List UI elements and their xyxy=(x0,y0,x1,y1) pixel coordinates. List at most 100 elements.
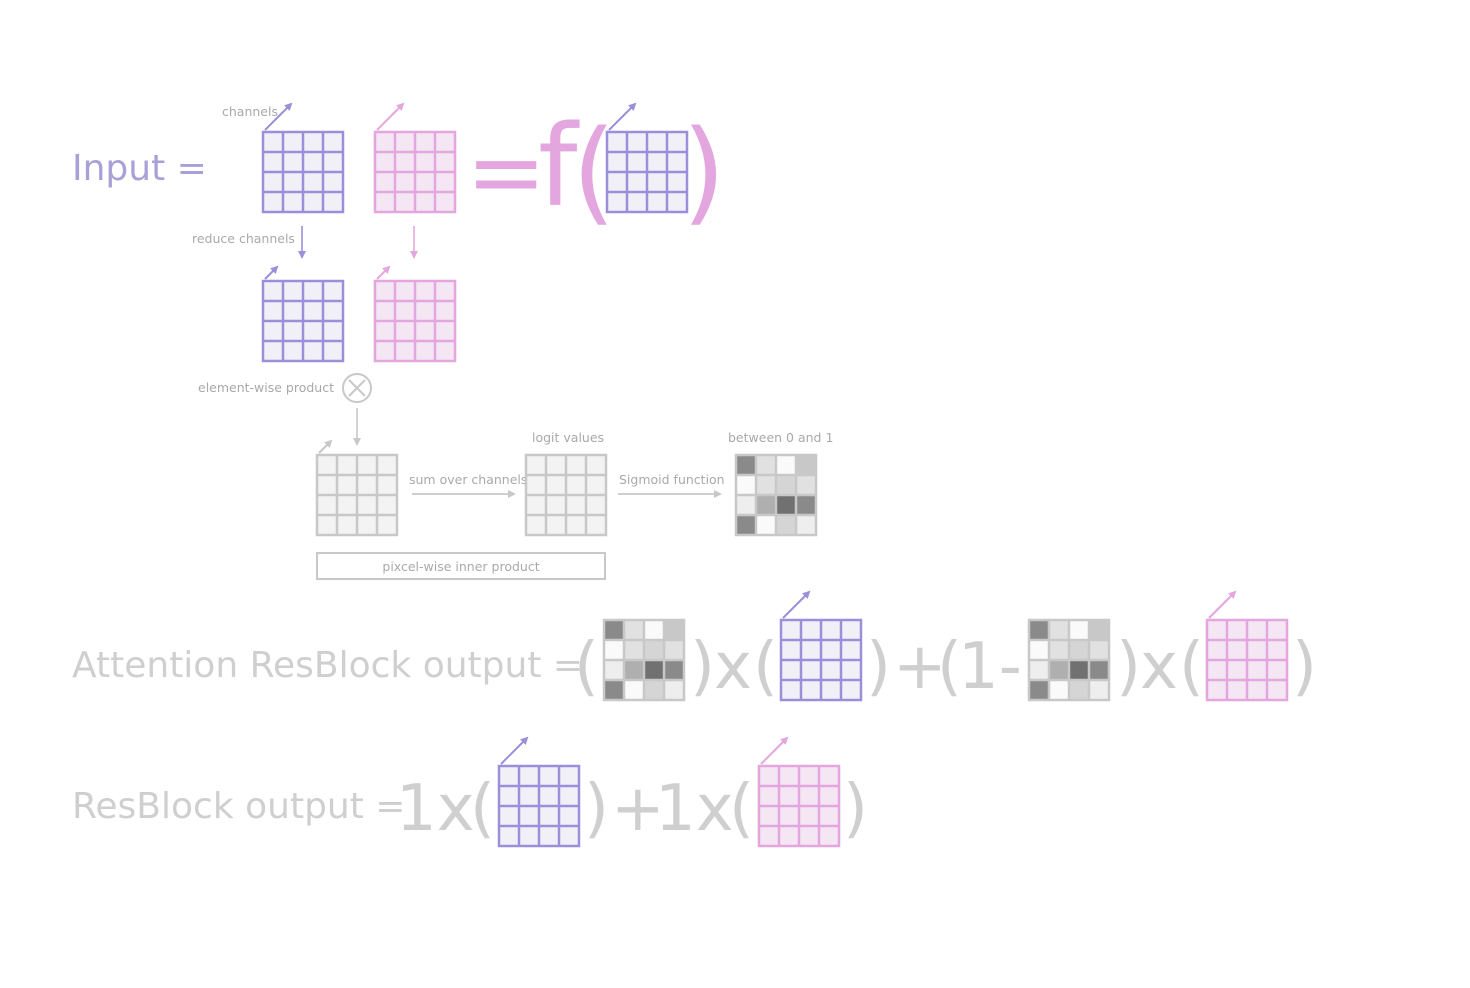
grid-cell xyxy=(1049,680,1069,700)
grid-cell xyxy=(627,192,647,212)
grid-cell xyxy=(303,192,323,212)
att-open-paren-2: ( xyxy=(753,630,778,704)
grid-border xyxy=(757,764,841,848)
channel-axis-arrow xyxy=(376,265,391,280)
channel-axis-arrow xyxy=(264,102,293,131)
grid-cell xyxy=(644,640,664,660)
grid-cell xyxy=(263,132,283,152)
grid-cell xyxy=(559,766,579,786)
grid-cell xyxy=(756,495,776,515)
res-one-times-2: 1x xyxy=(655,772,734,846)
grid-cell xyxy=(799,786,819,806)
grid-cell xyxy=(337,475,357,495)
grid-cell xyxy=(375,152,395,172)
grid-cell xyxy=(1049,640,1069,660)
grid-cell xyxy=(499,826,519,846)
grid-cell xyxy=(395,321,415,341)
grid-cell xyxy=(1227,620,1247,640)
grid-cell xyxy=(323,301,343,321)
grid-cell xyxy=(604,680,624,700)
grid-cell xyxy=(263,192,283,212)
grid-cell xyxy=(415,172,435,192)
res-plus: + xyxy=(611,772,665,846)
grid-cell xyxy=(1247,640,1267,660)
grid-cell xyxy=(841,680,861,700)
grid-cell xyxy=(1247,620,1267,640)
grid-cell xyxy=(1029,660,1049,680)
purple-term xyxy=(779,590,863,702)
grid-cell xyxy=(323,321,343,341)
grid-cell xyxy=(435,132,455,152)
grid-cell xyxy=(317,455,337,475)
grid-cell xyxy=(1069,640,1089,660)
grid-cell xyxy=(624,640,644,660)
grid-cell xyxy=(1267,620,1287,640)
grid-cell xyxy=(303,172,323,192)
grid-border xyxy=(373,130,457,214)
grid-cell xyxy=(415,192,435,212)
grid-cell xyxy=(303,281,323,301)
grid-cell xyxy=(644,660,664,680)
grid-cell xyxy=(415,132,435,152)
between-0-and-1-label: between 0 and 1 xyxy=(728,430,833,445)
grid-cell xyxy=(395,341,415,361)
grid-cell xyxy=(377,455,397,475)
grid-cell xyxy=(1207,680,1227,700)
grid-cell xyxy=(664,660,684,680)
grid-cell xyxy=(263,321,283,341)
grid-cell xyxy=(317,495,337,515)
grid-cell xyxy=(1029,680,1049,700)
grid-cell xyxy=(1207,640,1227,660)
grid-cell xyxy=(415,152,435,172)
grid-cell xyxy=(799,766,819,786)
grid-cell xyxy=(604,620,624,640)
attention-map-term xyxy=(602,618,686,702)
grid-cell xyxy=(283,192,303,212)
grid-cell xyxy=(1207,660,1227,680)
grid-cell xyxy=(435,192,455,212)
grid-cell xyxy=(796,475,816,495)
att-close-paren-1: ) xyxy=(690,630,715,704)
res-open-paren-2: ( xyxy=(729,772,754,846)
att-one-minus: 1- xyxy=(958,630,1022,704)
grid-cell xyxy=(624,680,644,700)
grid-cell xyxy=(546,455,566,475)
grid-cell xyxy=(781,620,801,640)
grid-cell xyxy=(779,786,799,806)
res-close-paren-1: ) xyxy=(584,772,609,846)
res-open-paren-1: ( xyxy=(470,772,495,846)
grid-cell xyxy=(1089,660,1109,680)
grid-cell xyxy=(559,826,579,846)
grid-cell xyxy=(375,172,395,192)
grid-cell xyxy=(759,786,779,806)
grid-cell xyxy=(664,620,684,640)
grid-cell xyxy=(375,132,395,152)
grid-cell xyxy=(647,152,667,172)
grid-cell xyxy=(519,786,539,806)
grid-cell xyxy=(736,515,756,535)
grid-cell xyxy=(323,152,343,172)
grid-cell xyxy=(779,826,799,846)
grid-cell xyxy=(1227,660,1247,680)
equals-sign: = xyxy=(466,116,546,228)
grid-cell xyxy=(1049,620,1069,640)
grid-cell xyxy=(736,475,756,495)
grid-cell xyxy=(357,515,377,535)
grid-cell xyxy=(357,475,377,495)
grid-cell xyxy=(1247,660,1267,680)
grid-cell xyxy=(1029,620,1049,640)
grid-cell xyxy=(624,660,644,680)
grid-cell xyxy=(283,172,303,192)
grid-cell xyxy=(395,281,415,301)
grid-cell xyxy=(781,640,801,660)
pixel-wise-inner-product-box xyxy=(316,552,606,580)
grid-cell xyxy=(375,321,395,341)
grid-cell xyxy=(263,341,283,361)
grid-cell xyxy=(607,132,627,152)
grid-cell xyxy=(375,301,395,321)
function-input-map xyxy=(605,102,689,214)
grid-cell xyxy=(546,515,566,535)
att-open-paren-4: ( xyxy=(1179,630,1204,704)
grid-cell xyxy=(647,132,667,152)
